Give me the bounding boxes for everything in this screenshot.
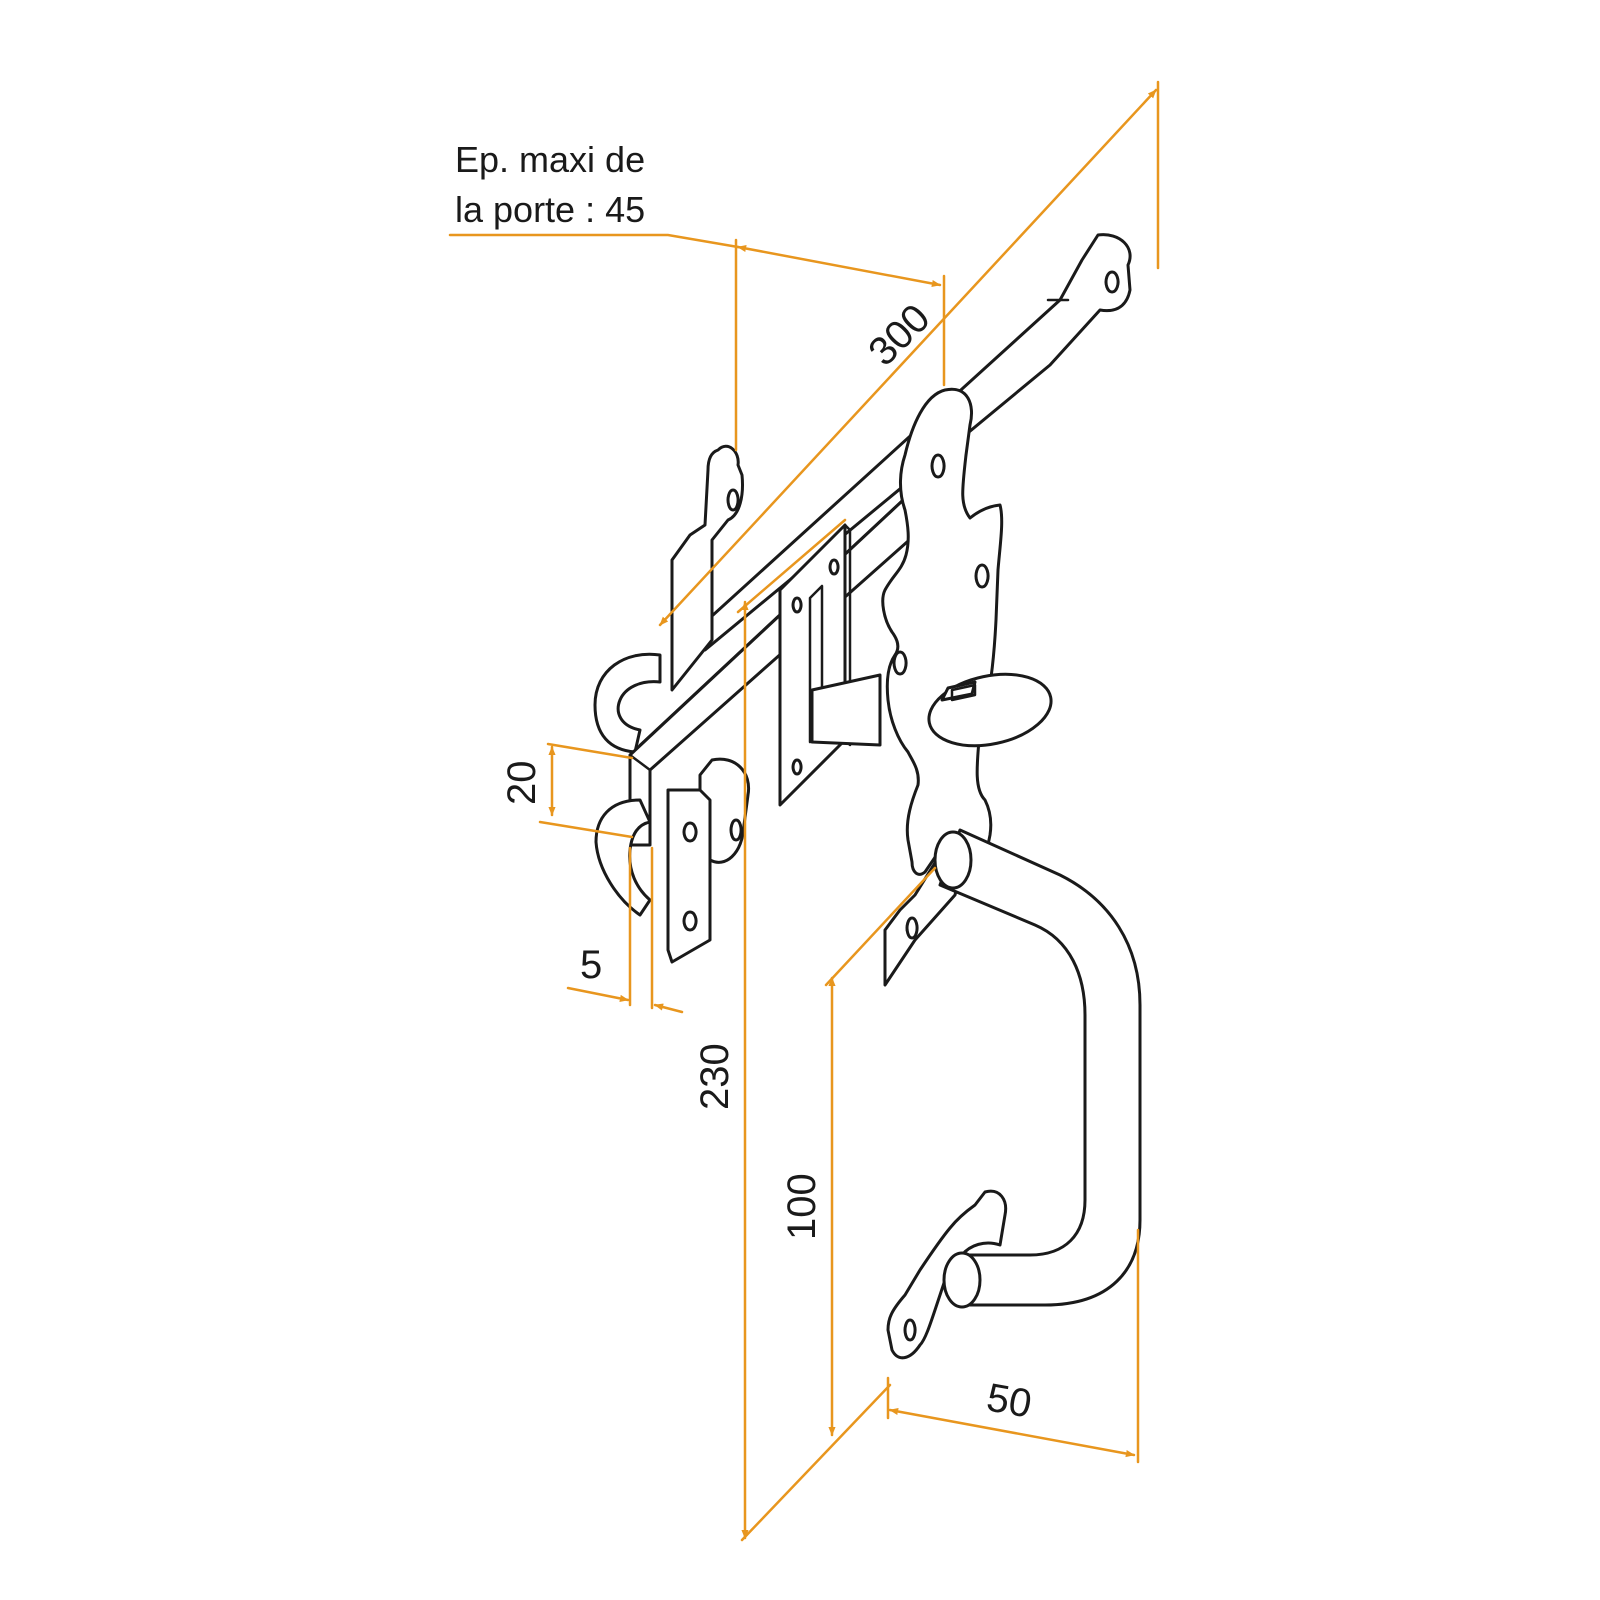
- door-thickness-note-line1: Ep. maxi de: [455, 139, 645, 180]
- handle-height-label: 100: [780, 1173, 824, 1240]
- grab-handle-end-bottom: [942, 1251, 982, 1309]
- backplate-hole-left: [892, 650, 908, 676]
- bar-strip-end-hole: [1104, 270, 1120, 294]
- bolt-guide-hole-3: [791, 758, 803, 776]
- front-left-plate-hole-1: [682, 821, 698, 843]
- bar-height-label: 20: [500, 761, 544, 806]
- handle-upper-plate-hole-1: [905, 916, 919, 940]
- guide-connector: [810, 673, 882, 747]
- left-keeper-hole: [726, 488, 740, 512]
- door-thickness-dim: [736, 244, 942, 288]
- backplate-hole-mid: [974, 563, 990, 589]
- dimension-lines: [448, 80, 1160, 1542]
- grab-handle-end-top: [933, 830, 973, 890]
- front-left-plate-hole-2: [682, 910, 698, 932]
- door-thickness-note-line2: la porte : 45: [455, 189, 645, 230]
- handle-lower-plate-hole: [903, 1318, 917, 1342]
- lower-hook: [594, 798, 652, 917]
- left-keeper-plate: [670, 444, 744, 692]
- length-dim: [658, 88, 1158, 627]
- thickness-dim-right: [653, 1003, 684, 1014]
- handle-depth-dim: [888, 1407, 1136, 1458]
- bar-height-ext-top: [546, 742, 634, 760]
- height-ext-top: [736, 518, 847, 614]
- bolt-guide-hole-1: [791, 596, 803, 614]
- thickness-label: 5: [580, 943, 602, 987]
- lower-keeper-hole: [729, 818, 743, 842]
- bar-height-ext-bottom: [538, 820, 634, 839]
- front-left-plate: [666, 788, 712, 964]
- sliding-bolt-edge: [628, 753, 652, 772]
- length-label: 300: [860, 296, 938, 374]
- thickness-dim-left: [566, 986, 630, 1002]
- handle-depth-label: 50: [983, 1376, 1034, 1427]
- backplate-hole-top: [930, 453, 946, 479]
- door-thickness-leader: [448, 233, 740, 249]
- height-label: 230: [693, 1043, 737, 1110]
- height-ext-bottom: [740, 1383, 892, 1542]
- latch-assembly: [593, 233, 1142, 1360]
- handle-height-ext-top: [824, 866, 937, 987]
- bolt-guide-hole-2: [828, 558, 840, 576]
- grab-handle-tube: [938, 828, 1142, 1307]
- thumb-knob-tab-slot: [950, 683, 977, 702]
